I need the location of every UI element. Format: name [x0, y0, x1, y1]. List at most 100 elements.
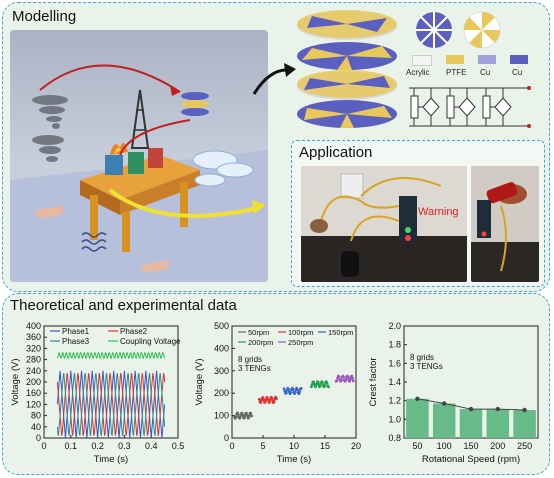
series-line: [56, 372, 166, 436]
data-point: [293, 390, 297, 394]
y-tick-label: 360: [26, 332, 41, 342]
ptfe-swatch: [446, 55, 464, 64]
bar: [486, 409, 510, 438]
x-tick-label: 0: [229, 441, 234, 451]
data-point: [312, 380, 315, 384]
y-tick-label: 0: [36, 433, 41, 443]
chart-annotation: 8 grids: [238, 355, 262, 364]
x-tick-label: 200: [490, 441, 505, 451]
x-tick-label: 5: [260, 441, 265, 451]
bar-marker: [495, 406, 500, 412]
data-point: [249, 412, 253, 415]
x-tick-label: 100: [437, 441, 452, 451]
data-point: [257, 397, 261, 401]
data-point: [268, 400, 272, 404]
x-tick-label: 0: [41, 441, 46, 451]
data-point: [287, 387, 290, 391]
data-point: [270, 396, 274, 400]
y-tick-label: 160: [26, 388, 41, 398]
data-point: [291, 388, 295, 391]
legend-label: Coupling Voltage: [120, 337, 181, 346]
y-tick-label: 500: [214, 321, 229, 331]
cu-swatch-dark: [510, 55, 528, 64]
rectifier-circuit-diagram: [409, 86, 531, 128]
bar-marker: [442, 401, 447, 406]
application-photo-handheld: [471, 166, 539, 282]
data-point: [346, 376, 350, 380]
data-point: [284, 391, 288, 395]
y-tick-label: 80: [31, 411, 41, 421]
data-point: [323, 384, 327, 388]
data-point: [262, 398, 266, 402]
x-tick-label: 0.2: [91, 441, 104, 451]
chart-annotation: 3 TENGs: [410, 362, 443, 371]
legend-label: 200rpm: [248, 338, 273, 347]
data-point: [289, 391, 293, 394]
data-point: [247, 416, 250, 420]
material-label-cu-1: Cu: [480, 68, 491, 77]
bar-marker: [468, 406, 474, 412]
cu-swatch-light: [478, 55, 496, 64]
y-tick-label: 320: [26, 343, 41, 353]
y-tick-label: 40: [31, 422, 41, 432]
y-tick-label: 1.6: [388, 358, 401, 368]
y-tick-label: 0: [224, 433, 229, 443]
data-point: [321, 381, 324, 384]
data-point: [245, 414, 249, 417]
offshore-platform-illustration: [10, 30, 268, 282]
data-point: [243, 414, 247, 418]
y-tick-label: 1.4: [388, 377, 401, 387]
y-tick-label: 240: [26, 366, 41, 376]
bar: [459, 409, 483, 438]
data-point: [335, 379, 339, 382]
teng-stack-illustration: [297, 10, 397, 128]
material-label-acrylic: Acrylic: [406, 68, 430, 77]
x-axis-label: Time (s): [277, 454, 311, 465]
data-point: [350, 374, 354, 378]
y-tick-label: 1.2: [388, 396, 401, 406]
data-point: [263, 400, 267, 404]
data-point: [348, 377, 352, 381]
y-axis-label: Voltage (V): [194, 359, 205, 406]
data-point: [260, 398, 263, 402]
data-point: [272, 400, 276, 403]
data-point: [351, 376, 354, 380]
data-point: [327, 385, 330, 389]
acrylic-swatch: [412, 55, 432, 66]
data-point: [282, 387, 286, 391]
data-point: [234, 415, 238, 419]
bar-marker: [415, 396, 420, 401]
material-label-cu-2: Cu: [512, 68, 523, 77]
data-point: [325, 381, 329, 385]
data-title: Theoretical and experimental data: [10, 297, 237, 314]
data-point: [261, 396, 265, 399]
x-axis-label: Time (s): [94, 454, 128, 465]
y-tick-label: 400: [26, 321, 41, 331]
data-point: [299, 387, 303, 390]
data-point: [342, 375, 345, 379]
data-point: [266, 396, 269, 400]
warning-label: Warning: [418, 206, 459, 218]
bar: [406, 398, 429, 438]
material-disks: [416, 11, 501, 49]
chart-annotation: 8 grids: [410, 353, 434, 362]
y-tick-label: 300: [214, 366, 229, 376]
bar-marker: [522, 407, 527, 413]
data-point: [242, 416, 246, 420]
x-tick-label: 15: [320, 441, 330, 451]
y-tick-label: 2.0: [388, 321, 401, 331]
data-point: [340, 378, 343, 382]
legend-label: Phase1: [62, 327, 90, 336]
x-tick-label: 50: [412, 441, 422, 451]
legend-label: 100rpm: [288, 328, 313, 337]
data-point: [245, 411, 248, 415]
modelling-title: Modelling: [12, 8, 77, 25]
x-tick-label: 150: [463, 441, 478, 451]
data-point: [337, 375, 341, 379]
material-label-ptfe: PTFE: [446, 68, 467, 77]
y-tick-label: 400: [214, 343, 229, 353]
data-point: [316, 380, 320, 384]
legend-label: 150rpm: [328, 328, 353, 337]
arrow-icon: [252, 63, 296, 95]
